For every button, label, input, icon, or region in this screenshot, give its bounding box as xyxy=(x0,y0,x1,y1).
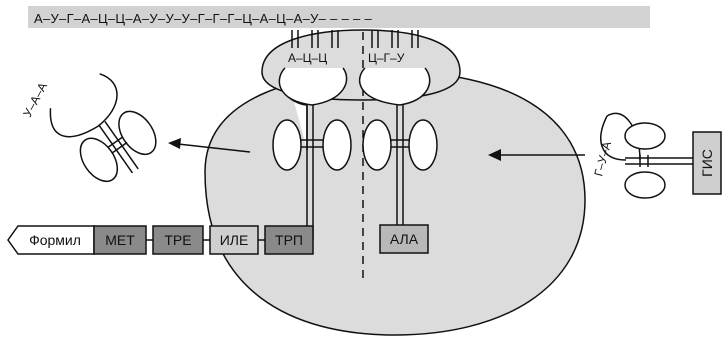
departing-anticodon: У–А–А xyxy=(20,80,50,119)
a-site-amino-acid-box xyxy=(379,224,429,254)
codon-pairing xyxy=(291,30,419,48)
mrna-sequence: А–У–Г–А–Ц–Ц–А–У–У–У–Г–Г–Г–Ц–А–Ц–А–У– – –… xyxy=(34,11,372,26)
amino-acid-box-ile xyxy=(209,225,259,255)
a-site-anticodon: Ц–Г–У xyxy=(368,51,405,65)
incoming-amino-acid-box xyxy=(692,131,722,195)
peptide-label-0: Формил xyxy=(29,232,81,248)
p-site-anticodon: А–Ц–Ц xyxy=(288,51,327,65)
entry-arrow xyxy=(488,149,585,161)
peptide-label-4: ТРП xyxy=(275,232,303,248)
amino-acid-box-tre xyxy=(152,225,204,255)
a-site-trna: Ц–Г–У АЛА xyxy=(358,51,438,254)
incoming-trna: ГИС xyxy=(600,112,722,199)
departing-trna xyxy=(49,73,157,183)
peptide-chain: Формил МЕТ ТРЕ ИЛЕ ТРП xyxy=(7,225,314,255)
peptide-label-3: ИЛЕ xyxy=(220,232,249,248)
incoming-amino-acid-label: ГИС xyxy=(699,149,715,177)
incoming-anticodon: Г–У–А xyxy=(591,140,614,178)
a-site-amino-acid-label: АЛА xyxy=(390,231,419,247)
large-subunit xyxy=(204,71,586,336)
exit-arrow xyxy=(168,138,251,153)
peptide-label-1: МЕТ xyxy=(105,232,135,248)
mrna-strand xyxy=(28,6,650,28)
amino-acid-box-trp xyxy=(264,225,314,255)
p-site-trna: А–Ц–Ц xyxy=(272,51,352,240)
peptide-label-2: ТРЕ xyxy=(164,232,191,248)
